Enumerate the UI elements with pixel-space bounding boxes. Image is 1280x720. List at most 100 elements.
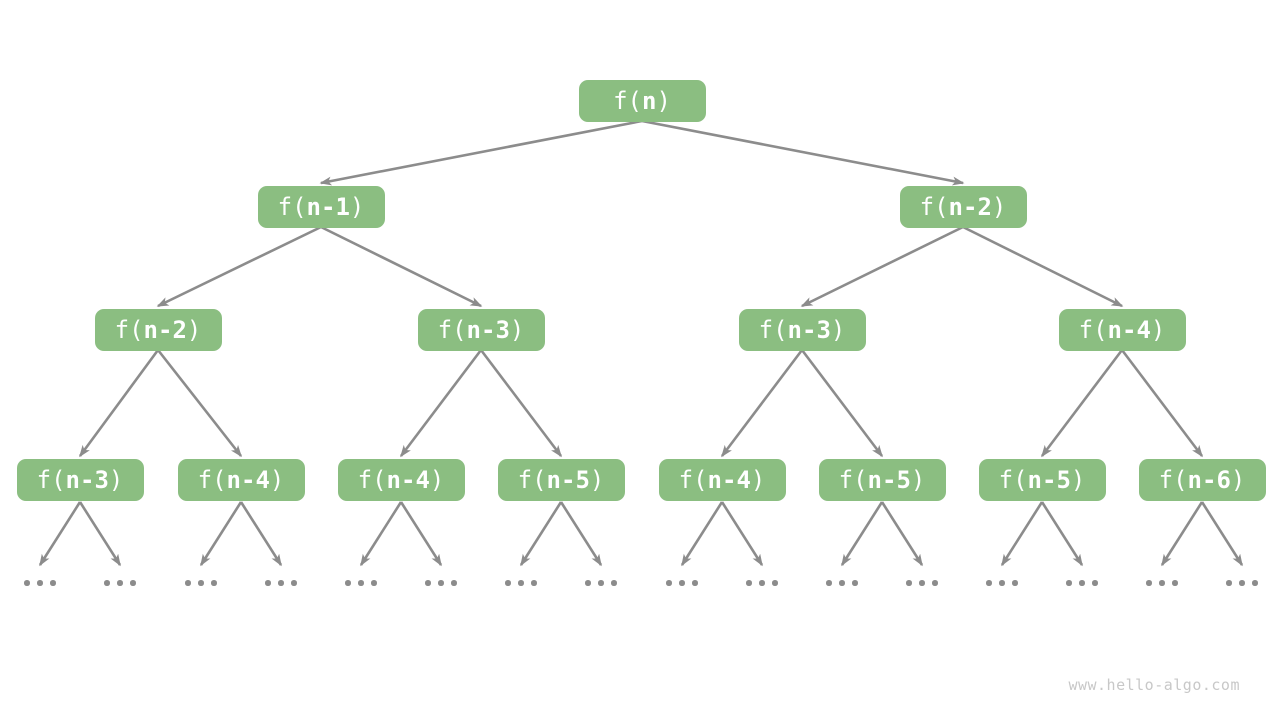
leaf-ellipsis [826,580,858,586]
tree-edge-arrow [1160,501,1204,567]
node-label-argument: n-2 [143,316,187,344]
ellipsis-dot [692,580,698,586]
node-label-argument: n-4 [707,466,751,494]
ellipsis-dot [1079,580,1085,586]
node-label-prefix: f( [437,316,467,344]
node-label-suffix: ) [656,87,671,115]
node-label-prefix: f( [998,466,1028,494]
ellipsis-dot [291,580,297,586]
tree-edge-arrow [1000,501,1044,567]
ellipsis-dot [666,580,672,586]
leaf-ellipsis [906,580,938,586]
tree-edge-arrow [38,501,82,567]
ellipsis-dot [852,580,858,586]
node-label-prefix: f( [758,316,788,344]
ellipsis-dot [358,580,364,586]
tree-edge-arrow [680,501,724,567]
tree-edge-arrow [479,349,563,458]
node-label-suffix: ) [509,316,525,344]
node-label-suffix: ) [349,193,365,221]
node-label-argument: n-5 [1027,466,1071,494]
node-label-prefix: f( [277,193,307,221]
tree-node-f(n-5): f(n-5) [818,459,946,501]
tree-edge-arrow [320,225,483,308]
tree-node-f(n-3): f(n-3) [417,309,545,351]
node-label-prefix: f( [919,193,949,221]
ellipsis-dot [1146,580,1152,586]
ellipsis-dot [986,580,992,586]
ellipsis-dot [1066,580,1072,586]
tree-node-f(n-5): f(n-5) [497,459,625,501]
node-label-argument: n-3 [787,316,831,344]
node-label-prefix: f( [1078,316,1108,344]
tree-edge-arrow [78,349,160,458]
ellipsis-dot [826,580,832,586]
node-label-suffix: ) [910,466,926,494]
tree-node-f(n-3): f(n-3) [738,309,866,351]
tree-node-f(n-2): f(n-2) [94,309,222,351]
tree-edge-arrow [800,225,964,308]
tree-node-f(n-4): f(n-4) [337,459,465,501]
node-label-suffix: ) [108,466,124,494]
node-label-argument: n-5 [546,466,590,494]
node-label-prefix: f( [613,87,642,115]
node-label-argument: n [642,87,657,115]
ellipsis-dot [759,580,765,586]
ellipsis-dot [1226,580,1232,586]
ellipsis-dot [585,580,591,586]
node-label-prefix: f( [357,466,387,494]
tree-node-f(n-5): f(n-5) [978,459,1106,501]
tree-edge-arrow [399,501,443,567]
tree-edge-arrow [962,225,1124,308]
leaf-ellipsis [986,580,1018,586]
node-label-suffix: ) [991,193,1007,221]
leaf-ellipsis [185,580,217,586]
ellipsis-dot [772,580,778,586]
tree-edge-arrow [559,501,603,567]
tree-edge-arrow [199,501,243,567]
watermark: www.hello-algo.com [1068,676,1240,694]
tree-edge-arrow [1040,501,1084,567]
ellipsis-dot [198,580,204,586]
node-label-argument: n-3 [466,316,510,344]
ellipsis-dot [451,580,457,586]
ellipsis-dot [919,580,925,586]
leaf-ellipsis [1226,580,1258,586]
tree-node-f(n-6): f(n-6) [1138,459,1266,501]
node-label-suffix: ) [830,316,846,344]
tree-edge-arrow [156,225,322,308]
ellipsis-dot [1239,580,1245,586]
tree-node-f(n-4): f(n-4) [658,459,786,501]
tree-node-f(n-4): f(n-4) [177,459,305,501]
ellipsis-dot [839,580,845,586]
node-label-suffix: ) [269,466,285,494]
node-label-suffix: ) [429,466,445,494]
tree-edge-arrow [800,349,884,458]
ellipsis-dot [425,580,431,586]
node-label-suffix: ) [1070,466,1086,494]
leaf-ellipsis [666,580,698,586]
ellipsis-dot [211,580,217,586]
tree-edge-arrow [156,349,243,458]
tree-edge-arrow [359,501,403,567]
tree-edge-arrow [720,349,804,458]
tree-node-f(n-3): f(n-3) [16,459,144,501]
leaf-ellipsis [345,580,377,586]
leaf-ellipsis [1066,580,1098,586]
node-label-argument: n-4 [386,466,430,494]
ellipsis-dot [598,580,604,586]
node-label-suffix: ) [186,316,202,344]
node-label-suffix: ) [1230,466,1246,494]
node-label-prefix: f( [197,466,227,494]
node-label-prefix: f( [36,466,66,494]
node-label-prefix: f( [1158,466,1188,494]
node-label-argument: n-4 [1107,316,1151,344]
ellipsis-dot [611,580,617,586]
node-label-suffix: ) [589,466,605,494]
ellipsis-dot [130,580,136,586]
node-label-argument: n-1 [306,193,350,221]
tree-edge-arrow [319,119,643,186]
ellipsis-dot [679,580,685,586]
tree-edge-arrow [880,501,924,567]
